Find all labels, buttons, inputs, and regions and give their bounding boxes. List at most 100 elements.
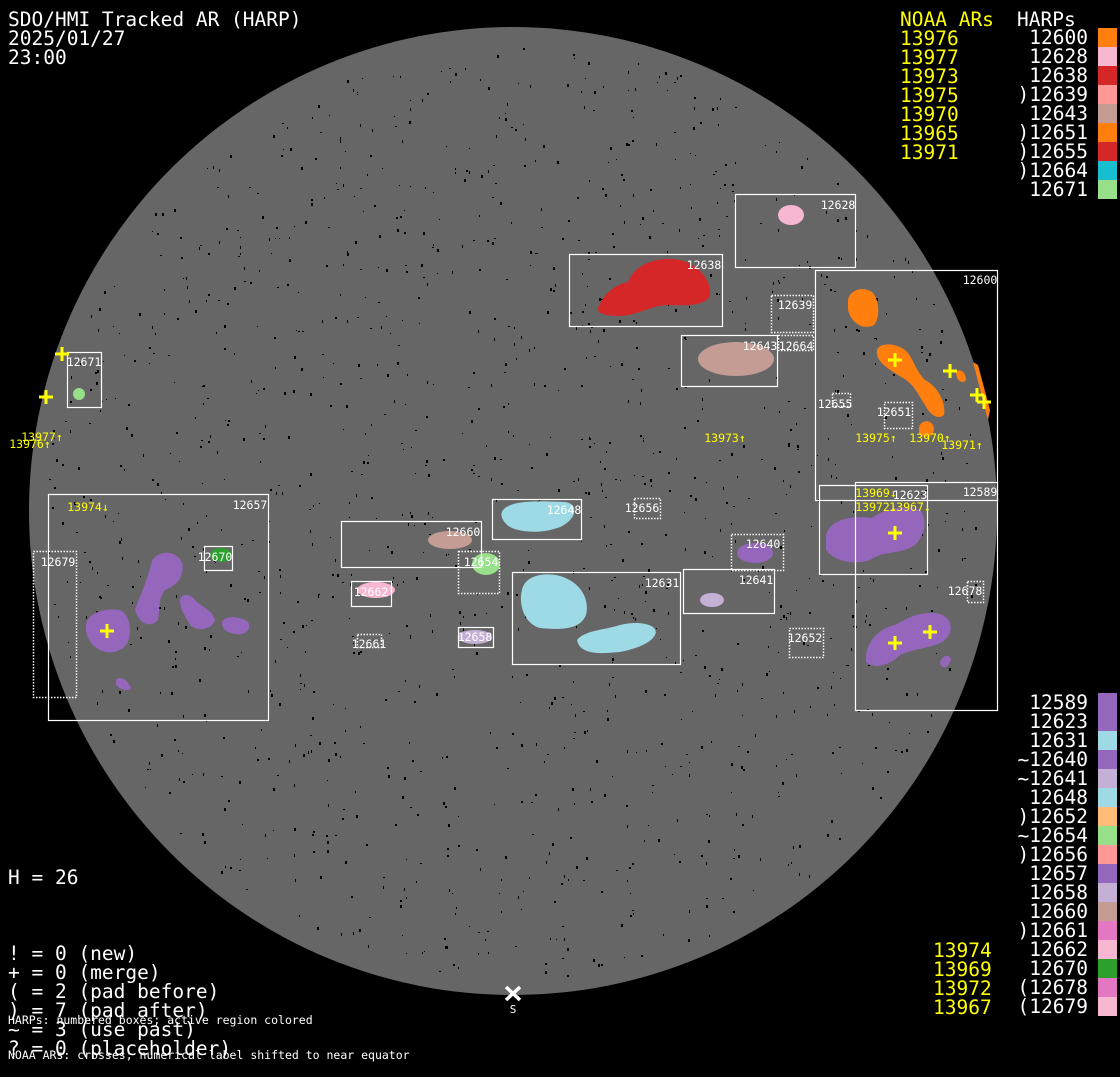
harp-box-label: 12651 (877, 405, 912, 419)
noaa-label: 13967↓ (889, 500, 931, 514)
region-patch-12660 (428, 531, 472, 549)
harp-box-outline (633, 497, 662, 520)
legend-swatch (1098, 788, 1117, 807)
harp-box-label: 12652 (788, 631, 823, 645)
legend-label: 12657 (1017, 862, 1088, 885)
harp-box-12656: 12656 (625, 497, 662, 520)
stat-line: ( = 2 (pad before) (8, 980, 220, 1003)
harp-box-label: 12654 (464, 555, 499, 569)
legend-swatch (1098, 104, 1117, 123)
harp-box-12641: 12641 (682, 568, 776, 615)
legend-label: ~12654 (1017, 824, 1088, 847)
legend-swatch (1098, 731, 1117, 750)
harp-box-outline (730, 533, 785, 572)
harp-box-outline (777, 334, 815, 352)
noaa-ar-item: 13976 (900, 27, 959, 50)
harp-box-label: 12658 (458, 630, 493, 644)
legend-label: 12600 (1017, 26, 1088, 49)
stat-line: ) = 7 (pad after) (8, 999, 208, 1022)
harp-box-outline (491, 498, 583, 541)
harp-box-12639: 12639 (770, 294, 815, 334)
harp-box-label: 12648 (547, 503, 582, 517)
legend-label: ~12641 (1017, 767, 1088, 790)
region-patch-12638 (597, 258, 711, 316)
legend-swatch (1098, 959, 1117, 978)
harp-box-label: 12640 (746, 537, 781, 551)
region-patch-12641 (700, 593, 724, 607)
region-patch-12631 (520, 574, 656, 654)
south-x-icon (504, 985, 522, 1002)
harp-box-label: 12589 (963, 485, 998, 499)
harp-box-12648: 12648 (491, 498, 583, 541)
noaa-ar-item: 13972 (933, 977, 992, 1000)
active-region-patches (73, 205, 990, 691)
region-patch-12662 (357, 582, 395, 598)
harp-box-label: 12631 (645, 576, 680, 590)
harp-box-12628: 12628 (734, 193, 857, 269)
legend-swatch (1098, 807, 1117, 826)
legend-item: 12662 (900, 940, 1120, 959)
legend-swatch (1098, 180, 1117, 199)
noaa-cross-icon (888, 636, 902, 650)
legend-item: 12648 (900, 788, 1120, 807)
legend-swatch (1098, 85, 1117, 104)
harp-box-outline (966, 580, 985, 604)
stat-h: H = 26 (8, 866, 79, 889)
legend-item: 12670 (900, 959, 1120, 978)
harp-box-label: 12656 (625, 501, 660, 515)
harp-box-12657: 12657 (47, 493, 270, 722)
legend-label: 12658 (1017, 881, 1088, 904)
region-patch-12657 (85, 552, 250, 691)
region-patch-12623 (826, 507, 925, 563)
legend-label: 12638 (1017, 64, 1088, 87)
harp-box-outline (831, 392, 852, 408)
legend-item: 12600 (900, 28, 1120, 47)
harp-box-12660: 12660 (340, 520, 483, 569)
harp-box-label: 12664 (779, 339, 814, 353)
harp-box-label: 12638 (687, 258, 722, 272)
noaa-label: 13972↓ (855, 500, 897, 514)
legend-item: (12678 (900, 978, 1120, 997)
stat-line: ! = 0 (new) (8, 942, 138, 965)
harp-legend-bottom: 12589 12623 12631~12640~12641 12648)1265… (900, 693, 1120, 1016)
legend-item: 12657 (900, 864, 1120, 883)
legend-swatch (1098, 123, 1117, 142)
legend-item: )12652 (900, 807, 1120, 826)
harp-box-outline (340, 520, 483, 569)
harp-box-12631: 12631 (511, 571, 682, 666)
legend-item: )12656 (900, 845, 1120, 864)
harp-box-label: 12670 (198, 550, 233, 564)
legend-label: 12662 (1017, 938, 1088, 961)
region-patch-12670 (210, 548, 232, 562)
harp-box-label: 12657 (233, 498, 268, 512)
harp-box-label: 12671 (67, 355, 102, 369)
harp-box-12654: 12654 (457, 550, 501, 595)
noaa-label: 13970↑ (909, 431, 951, 445)
south-marker: S (504, 985, 522, 1016)
harp-box-12651: 12651 (877, 401, 914, 430)
harp-box-label: 12655 (818, 397, 853, 411)
harp-box-outline (568, 253, 724, 328)
noaa-ar-item: 13965 (900, 122, 959, 145)
harp-box-label: 12660 (446, 525, 481, 539)
harp-box-12623: 12623 (818, 484, 929, 576)
legend-label: 12623 (1017, 710, 1088, 733)
legend-label: )12639 (1017, 83, 1088, 106)
legend-item: 12631 (900, 731, 1120, 750)
harp-box-label: 12678 (948, 584, 983, 598)
date: 2025/01/27 (8, 27, 126, 50)
legend-swatch (1098, 47, 1117, 66)
noaa-ar-item: 13973 (900, 65, 959, 88)
harp-box-label: 12639 (778, 298, 813, 312)
south-label: S (510, 1003, 517, 1016)
legend-item: 12628 (900, 47, 1120, 66)
harp-box-outline (734, 193, 857, 269)
legend-swatch (1098, 693, 1117, 712)
legend-swatch (1098, 978, 1117, 997)
harp-box-12638: 12638 (568, 253, 724, 328)
legend-item: ~12654 (900, 826, 1120, 845)
noaa-ar-item: 13975 (900, 84, 959, 107)
harp-box-outline (66, 351, 103, 409)
